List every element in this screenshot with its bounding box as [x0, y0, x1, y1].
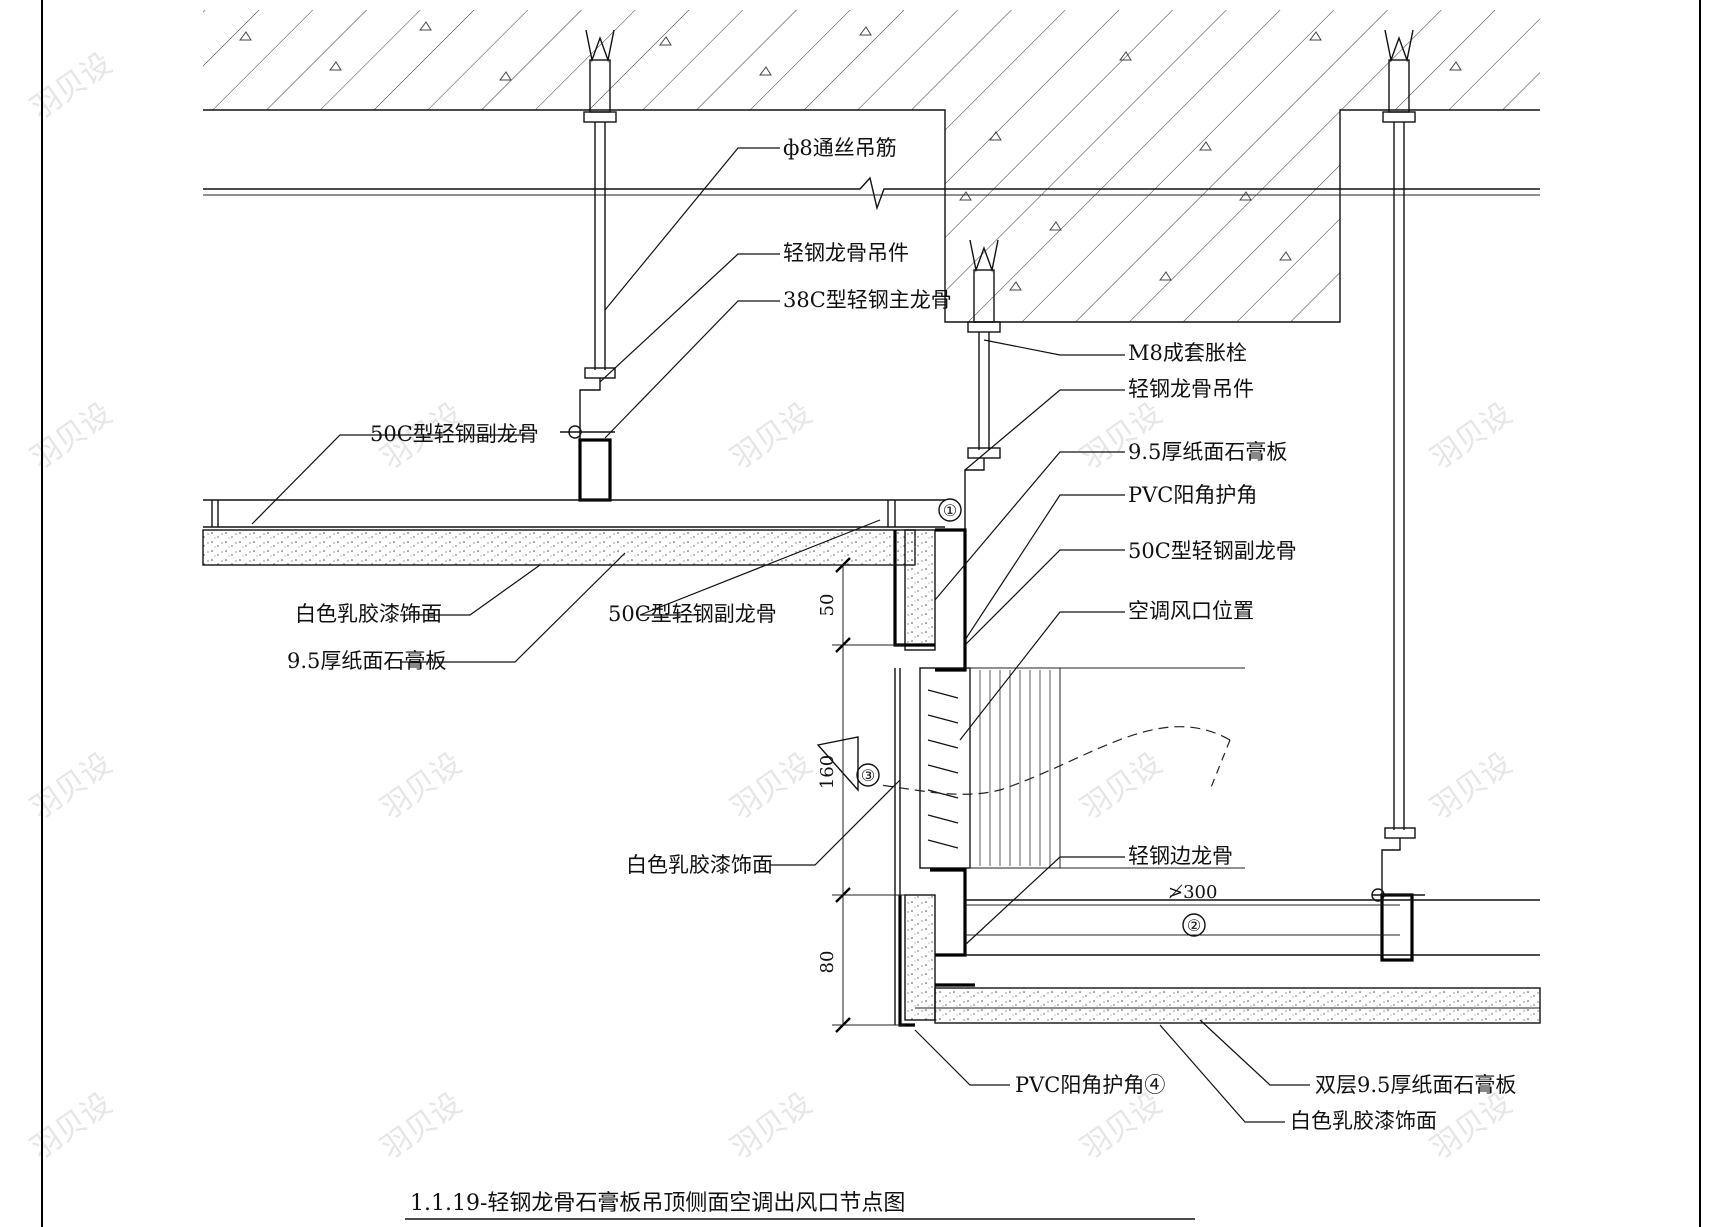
watermark: 羽贝设 [25, 1086, 119, 1166]
label-main-keel: 38C型轻钢主龙骨 [783, 288, 952, 312]
leader-lines [251, 147, 1310, 1123]
label-edge-keel: 轻钢边龙骨 [1128, 844, 1233, 868]
hanger-right [964, 447, 1001, 650]
air-vent [879, 667, 1245, 869]
watermark: 羽贝设 [1075, 396, 1169, 476]
label-sub-keel-right: 50C型轻钢副龙骨 [1128, 539, 1297, 563]
watermark: 羽贝设 [1425, 396, 1519, 476]
watermark: 羽贝设 [725, 396, 819, 476]
break-line [203, 176, 1540, 211]
spacing-dimension [965, 904, 1400, 936]
anchor-bolt [1382, 29, 1416, 830]
label-double-board: 双层9.5厚纸面石膏板 [1315, 1073, 1516, 1097]
label-sub-keel-mid: 50C型轻钢副龙骨 [608, 602, 777, 626]
drawing-title: 1.1.19-轻钢龙骨石膏板吊顶侧面空调出风口节点图 [410, 1191, 905, 1216]
label-rod: ф8通丝吊筋 [783, 136, 897, 160]
spacing-label: ≯300 [1168, 882, 1217, 903]
label-board-left: 9.5厚纸面石膏板 [287, 649, 446, 673]
watermark: 羽贝设 [375, 1086, 469, 1166]
watermark: 羽贝设 [1425, 746, 1519, 826]
label-hanger-left: 轻钢龙骨吊件 [783, 241, 909, 265]
marker-1-label: ① [943, 501, 957, 520]
marker-2-label: ② [1187, 916, 1201, 935]
label-paint-mid: 白色乳胶漆饰面 [626, 853, 773, 877]
label-hanger-right: 轻钢龙骨吊件 [1128, 377, 1254, 401]
label-paint-bottom: 白色乳胶漆饰面 [1290, 1109, 1437, 1133]
marker-1: ① [938, 498, 962, 522]
label-vent-position: 空调风口位置 [1128, 599, 1254, 623]
watermark: 羽贝设 [1425, 1086, 1519, 1166]
watermark: 羽贝设 [725, 1086, 819, 1166]
watermark: 羽贝设 [375, 746, 469, 826]
left-ceiling [202, 499, 945, 566]
marker-3: ③ [816, 736, 880, 792]
hanger-far-right [1371, 827, 1425, 962]
marker-3-label: ③ [861, 766, 875, 785]
dim-50: 50 [817, 594, 838, 617]
dim-160: 160 [817, 755, 838, 789]
anchor-bolt [967, 239, 1001, 450]
dimension-chain [832, 557, 905, 1033]
concrete-slab [203, 10, 1540, 323]
anchor-bolt [583, 29, 617, 370]
watermark: 羽贝设 [1075, 1086, 1169, 1166]
label-board-right: 9.5厚纸面石膏板 [1128, 440, 1287, 464]
dim-80: 80 [817, 951, 838, 974]
hanger-main-keel-left [560, 367, 616, 502]
label-pvc-corner: PVC阳角护角 [1128, 483, 1257, 507]
lower-ceiling [898, 868, 1541, 1027]
watermark: 羽贝设 [725, 746, 819, 826]
watermark: 羽贝设 [25, 746, 119, 826]
label-paint-left: 白色乳胶漆饰面 [295, 602, 442, 626]
watermark: 羽贝设 [1075, 746, 1169, 826]
label-sub-keel-left: 50C型轻钢副龙骨 [370, 422, 539, 446]
label-bolt: M8成套胀栓 [1128, 341, 1247, 365]
label-pvc-corner-4: PVC阳角护角④ [1015, 1073, 1165, 1097]
watermark: 羽贝设 [25, 46, 119, 126]
marker-2: ② [1182, 913, 1206, 937]
watermark: 羽贝设 [25, 396, 119, 476]
